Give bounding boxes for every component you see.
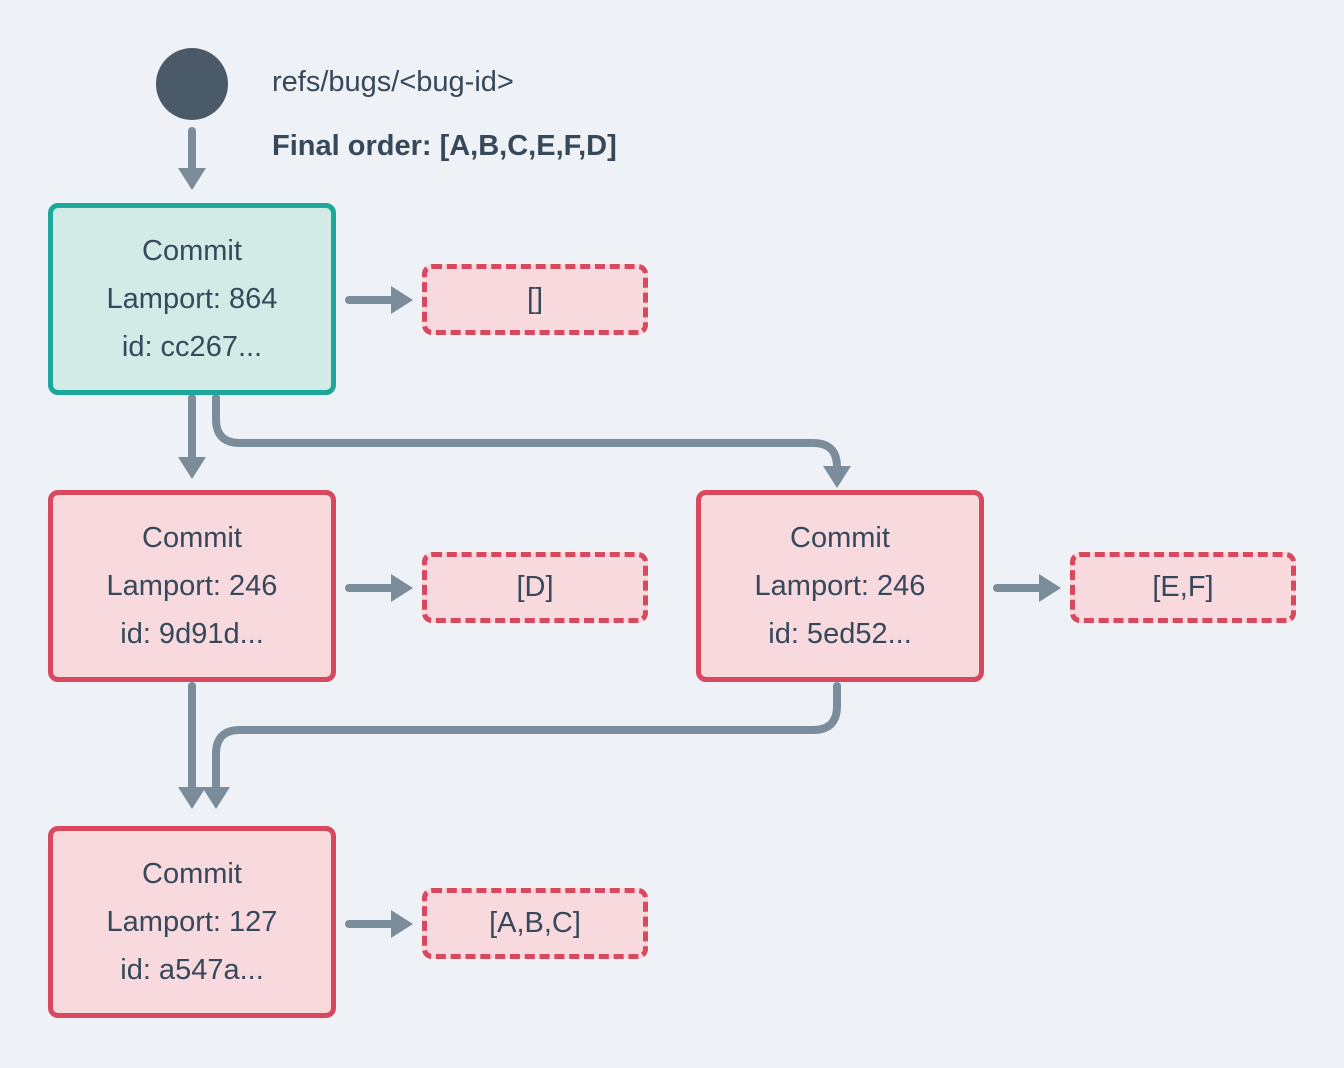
commit-node-right: Commit Lamport: 246 id: 5ed52...	[696, 490, 984, 682]
commit-node-bottom: Commit Lamport: 127 id: a547a...	[48, 826, 336, 1018]
arrowhead-left-to-bottom	[178, 787, 206, 809]
order-box-right: [E,F]	[1070, 552, 1296, 623]
ref-name-label: refs/bugs/<bug-id>	[272, 66, 514, 98]
commit-id: id: 5ed52...	[768, 618, 912, 650]
commit-id: id: cc267...	[121, 331, 263, 363]
edge-root-to-right	[212, 394, 841, 471]
commit-lamport: Lamport: 127	[106, 906, 278, 938]
order-box-bottom-value: [A,B,C]	[489, 907, 581, 939]
order-box-bottom: [A,B,C]	[422, 888, 648, 959]
order-box-root-value: []	[526, 283, 544, 315]
arrowhead-ref-to-root	[178, 168, 206, 190]
commit-node-root: Commit Lamport: 864 id: cc267...	[48, 203, 336, 395]
arrowhead-root-to-right	[823, 466, 851, 488]
order-box-right-value: [E,F]	[1152, 571, 1214, 603]
final-order-label: Final order: [A,B,C,E,F,D]	[272, 130, 617, 162]
arrowhead-root-to-left	[178, 457, 206, 479]
arrowhead-right-to-bottom	[202, 787, 230, 809]
order-box-root: []	[422, 264, 648, 335]
commit-id: id: a547a...	[120, 954, 264, 986]
commit-title: Commit	[142, 858, 242, 890]
commit-node-left: Commit Lamport: 246 id: 9d91d...	[48, 490, 336, 682]
arrowhead-left-to-order	[391, 574, 413, 602]
commit-title: Commit	[790, 522, 890, 554]
order-box-left: [D]	[422, 552, 648, 623]
commit-id: id: 9d91d...	[120, 618, 264, 650]
arrowhead-root-to-order	[391, 286, 413, 314]
arrowhead-bottom-to-order	[391, 910, 413, 938]
commit-title: Commit	[142, 235, 242, 267]
order-box-left-value: [D]	[516, 571, 554, 603]
commit-lamport: Lamport: 246	[106, 570, 278, 602]
arrowhead-right-to-order	[1039, 574, 1061, 602]
commit-lamport: Lamport: 246	[754, 570, 926, 602]
commit-title: Commit	[142, 522, 242, 554]
ref-head-icon	[156, 48, 228, 120]
edge-right-to-bottom	[212, 682, 841, 793]
commit-lamport: Lamport: 864	[106, 283, 278, 315]
